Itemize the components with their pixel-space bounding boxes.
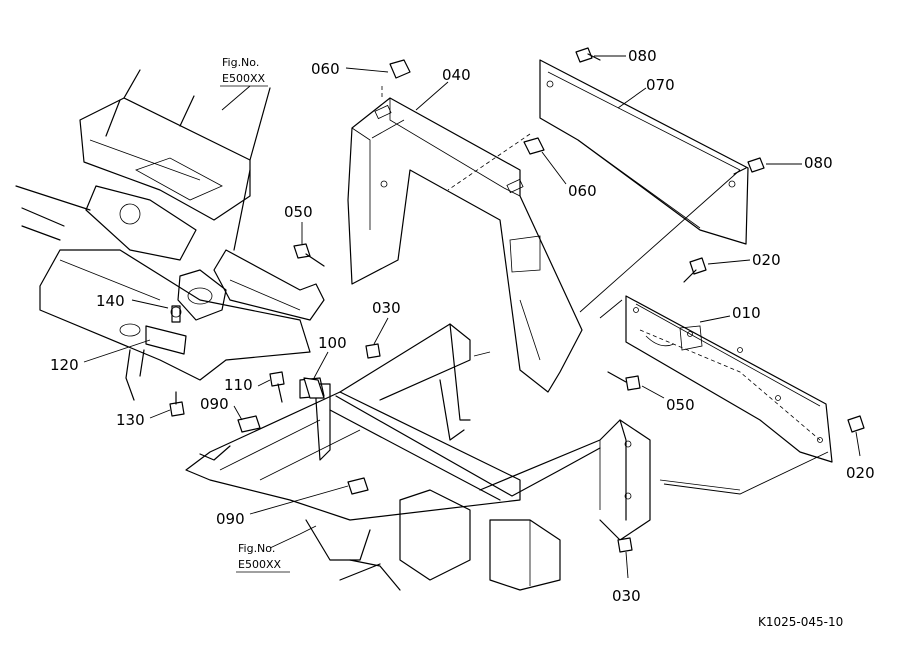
- callout-140: 140: [96, 292, 125, 310]
- callout-130: 130: [116, 411, 145, 429]
- callout-100: 100: [318, 334, 347, 352]
- callout-070: 070: [646, 76, 675, 94]
- callout-020-top: 020: [752, 251, 781, 269]
- figref-bottom-line1: Fig.No.: [238, 542, 275, 555]
- callout-010: 010: [732, 304, 761, 322]
- callout-labels: 080 060 040 070 080 060 050 020 140 030 …: [50, 47, 875, 605]
- callout-060-top: 060: [311, 60, 340, 78]
- callout-030-bottom: 030: [612, 587, 641, 605]
- part-010-cover: [625, 295, 833, 463]
- figref-top-line1: Fig.No.: [222, 56, 259, 69]
- callout-090-top: 090: [200, 395, 229, 413]
- callout-080-right: 080: [804, 154, 833, 172]
- callout-120: 120: [50, 356, 79, 374]
- reference-assembly-upper-left: [15, 69, 325, 401]
- callout-050-left: 050: [284, 203, 313, 221]
- callout-050-right: 050: [666, 396, 695, 414]
- part-120-bracket: [145, 305, 187, 355]
- reference-frame-lower: [185, 323, 741, 591]
- part-040-frame: [347, 97, 583, 393]
- callout-110: 110: [224, 376, 253, 394]
- figref-bottom-line2: E500XX: [238, 558, 281, 571]
- callout-080-top: 080: [628, 47, 657, 65]
- figure-reference-top: Fig.No. E500XX: [220, 56, 268, 87]
- callout-090-bottom: 090: [216, 510, 245, 528]
- fasteners: [169, 47, 865, 553]
- callout-060-right: 060: [568, 182, 597, 200]
- callout-030-top: 030: [372, 299, 401, 317]
- figref-top-line2: E500XX: [222, 72, 265, 85]
- diagram-code: K1025-045-10: [758, 615, 843, 629]
- callout-020-bottom: 020: [846, 464, 875, 482]
- leader-lines: [83, 55, 861, 579]
- figure-reference-bottom: Fig.No. E500XX: [236, 542, 290, 573]
- callout-040: 040: [442, 66, 471, 84]
- part-070-panel: [539, 59, 749, 245]
